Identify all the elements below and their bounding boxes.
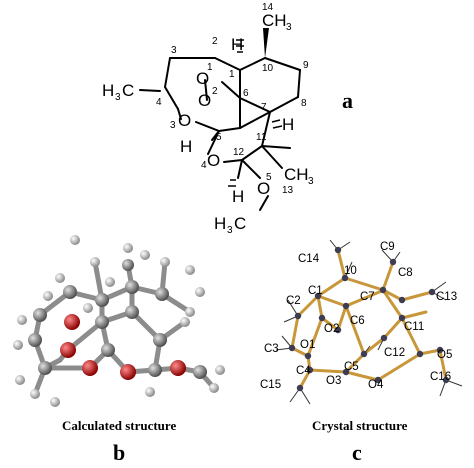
label-C2: C2 <box>286 295 301 307</box>
atom-h3c-c4-subscript: 3 <box>115 92 121 103</box>
model-atoms <box>13 235 225 407</box>
panel-c-caption: Crystal structure <box>312 418 408 433</box>
label-O3: O3 <box>326 375 341 387</box>
atom-h-c12: H <box>232 187 244 206</box>
atom-h-c1: H <box>231 35 243 54</box>
label-C6: C6 <box>350 315 365 327</box>
atom-h-c7: H <box>282 115 294 134</box>
label-10: 10 <box>344 265 357 277</box>
number-3: 3 <box>171 45 177 56</box>
atom-o1-peroxide: O <box>196 69 209 88</box>
label-C13: C13 <box>436 291 457 303</box>
crystal-atom-labels: C9 C14 10 C8 C2 C1 C7 C13 C6 O2 C11 C3 O… <box>260 241 457 391</box>
label-C8: C8 <box>398 267 413 279</box>
atom-h3c-methoxy-c: C <box>234 214 246 233</box>
number-13: 13 <box>282 185 294 196</box>
label-O5: O5 <box>437 349 452 361</box>
atom-ch3-c14-subscript: 3 <box>286 22 292 33</box>
atom-h3c-methoxy-subscript: 3 <box>227 225 233 236</box>
atom-o3: O <box>178 111 191 130</box>
label-C3: C3 <box>264 343 279 355</box>
label-C16: C16 <box>430 371 451 383</box>
panel-b-ball-and-stick-model: Calculated structure b <box>13 235 225 465</box>
label-O4: O4 <box>368 379 384 391</box>
panel-c-crystal-structure: C9 C14 10 C8 C2 C1 C7 C13 C6 O2 C11 C3 O… <box>260 239 463 465</box>
number-o4: 4 <box>201 160 207 171</box>
panel-b-letter: b <box>113 440 125 465</box>
number-2: 2 <box>212 36 218 47</box>
number-6: 6 <box>243 88 249 99</box>
number-11: 11 <box>256 132 267 143</box>
panel-b-caption: Calculated structure <box>62 418 176 433</box>
label-C14: C14 <box>298 253 320 265</box>
number-10: 10 <box>262 63 274 74</box>
atom-ch3-c14: CH <box>262 11 287 30</box>
atom-o2-peroxide: O <box>198 91 211 110</box>
label-C7: C7 <box>360 291 375 303</box>
atom-ch3-c13: CH <box>284 165 309 184</box>
skeletal-bonds <box>139 28 301 211</box>
crystal-bonds <box>290 248 448 390</box>
number-o5: 5 <box>266 172 272 183</box>
label-O1: O1 <box>300 339 315 351</box>
atom-h3c-c4-c: C <box>122 81 134 100</box>
atom-h3c-c4-h: H <box>102 81 114 100</box>
number-9: 9 <box>303 60 309 71</box>
label-C4: C4 <box>296 365 311 377</box>
panel-a-letter: a <box>342 88 353 113</box>
label-C11: C11 <box>404 321 424 333</box>
number-7: 7 <box>261 102 267 113</box>
number-5: 5 <box>216 132 222 143</box>
panel-c-letter: c <box>352 440 362 465</box>
number-1: 1 <box>229 69 235 80</box>
atom-numbering: 14 2 3 10 9 1 2 1 4 6 8 7 3 5 11 4 12 5 … <box>156 2 309 196</box>
number-14: 14 <box>262 2 274 13</box>
atom-o5-methoxy: O <box>257 179 270 198</box>
label-O2: O2 <box>324 323 339 335</box>
number-o1: 1 <box>207 62 213 73</box>
atom-ch3-c13-subscript: 3 <box>308 176 314 187</box>
number-4: 4 <box>156 97 162 108</box>
number-o3: 3 <box>170 120 176 131</box>
label-C1: C1 <box>308 285 323 297</box>
label-C15: C15 <box>260 379 281 391</box>
atom-h-c5: H <box>180 137 192 156</box>
atom-o4: O <box>207 151 220 170</box>
label-C9: C9 <box>380 241 395 253</box>
number-12: 12 <box>233 147 245 158</box>
number-o2: 2 <box>212 86 218 97</box>
crystal-atoms <box>288 246 450 392</box>
atom-h3c-methoxy-h: H <box>214 214 226 233</box>
label-C12: C12 <box>384 347 405 359</box>
number-8: 8 <box>301 98 307 109</box>
label-C5: C5 <box>344 361 359 373</box>
panel-a-skeletal-formula: H CH 3 H 3 C O O O H H O H CH 3 O H 3 C … <box>102 2 353 236</box>
